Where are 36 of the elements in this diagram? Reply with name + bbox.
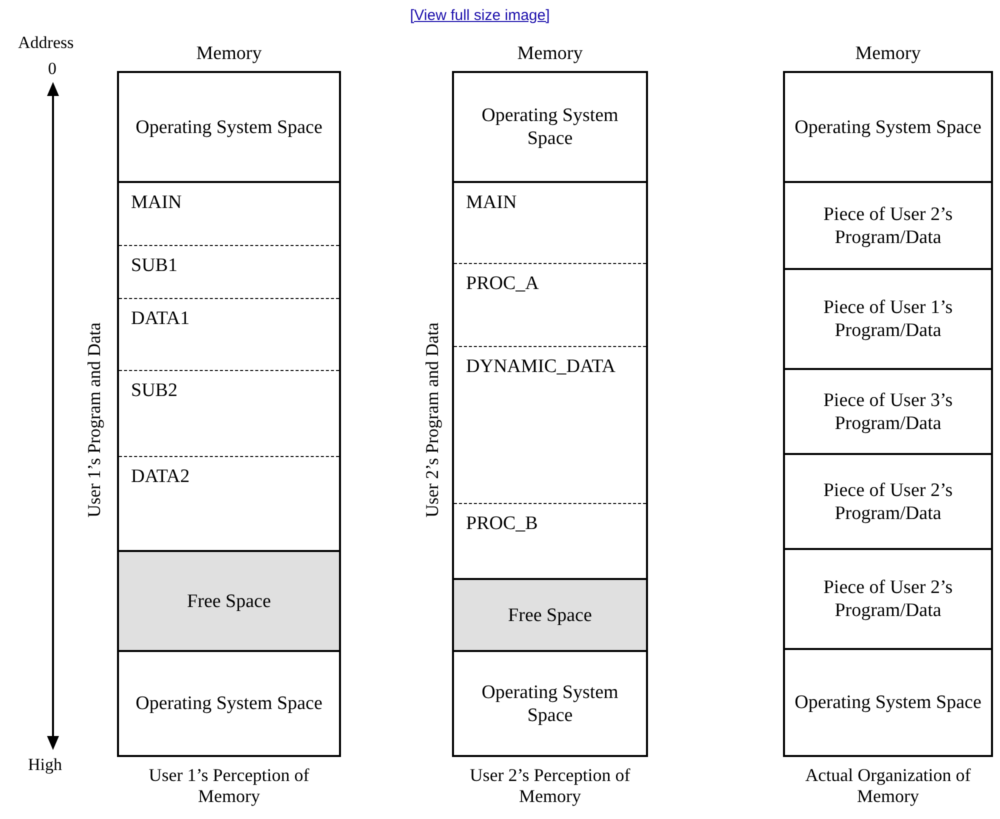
- segment-label: Operating System Space: [480, 680, 620, 726]
- column-caption: User 2’s Perception of Memory: [468, 765, 632, 807]
- region-label: User 1’s Program and Data: [85, 322, 103, 518]
- segment-label: Piece of User 2’s Program/Data: [822, 576, 954, 622]
- segment-label: Operating System Space: [480, 104, 620, 150]
- address-value: High: [28, 756, 62, 773]
- segment-label: SUB2: [131, 379, 178, 402]
- segment-label: DYNAMIC_DATA: [466, 355, 616, 378]
- column-caption: User 1’s Perception of Memory: [148, 765, 310, 807]
- segment-label: Free Space: [508, 604, 592, 626]
- column-caption: Actual Organization of Memory: [804, 765, 972, 807]
- address-value: 0: [48, 60, 56, 77]
- column-heading: Memory: [855, 44, 921, 66]
- column-heading: Memory: [517, 44, 583, 66]
- segment-label: DATA1: [131, 307, 190, 330]
- segment-label: Operating System Space: [794, 691, 982, 714]
- segment-label: PROC_A: [466, 272, 539, 295]
- segment-label: MAIN: [466, 191, 517, 214]
- axis-title: Address: [18, 34, 74, 51]
- link: [View full size image]: [410, 8, 550, 23]
- segment-label: MAIN: [131, 191, 182, 214]
- segment-label: Piece of User 2’s Program/Data: [822, 202, 954, 248]
- segment-label: Free Space: [187, 590, 271, 612]
- segment-label: Piece of User 1’s Program/Data: [822, 296, 954, 342]
- segment-label: Piece of User 3’s Program/Data: [822, 388, 954, 434]
- segment-label: Piece of User 2’s Program/Data: [822, 478, 954, 524]
- segment-label: Operating System Space: [136, 116, 322, 138]
- segment-label: PROC_B: [466, 512, 538, 535]
- segment-label: DATA2: [131, 465, 190, 488]
- column-heading: Memory: [196, 44, 262, 66]
- region-label: User 2’s Program and Data: [423, 322, 441, 518]
- segment-label: Operating System Space: [794, 116, 982, 138]
- segment-label: Operating System Space: [136, 692, 322, 715]
- free-space-block: [119, 550, 339, 650]
- free-space-block: [454, 578, 646, 650]
- segment-label: SUB1: [131, 254, 178, 277]
